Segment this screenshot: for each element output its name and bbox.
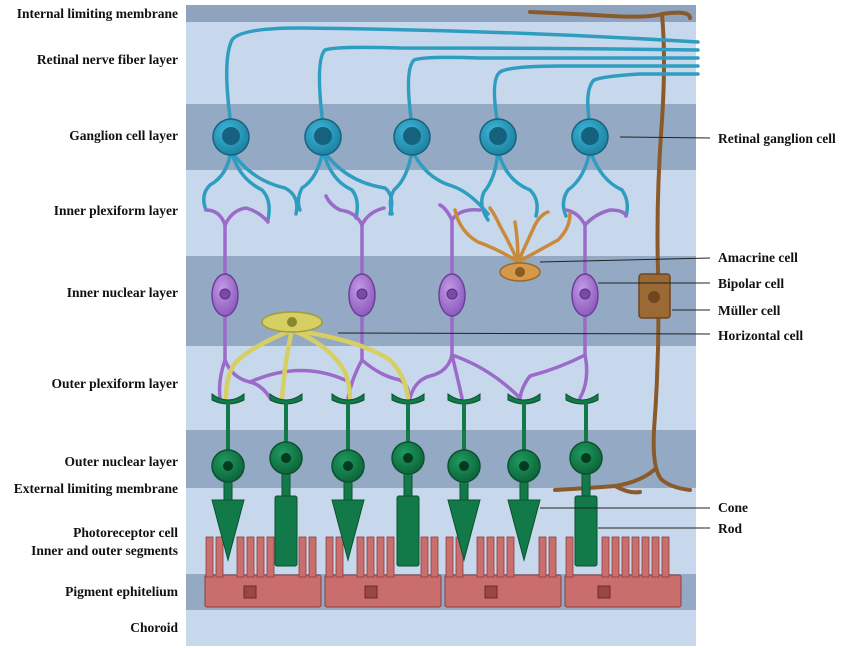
- label-muller-cell: Müller cell: [718, 303, 781, 318]
- label-cone: Cone: [718, 500, 748, 515]
- label-outer-plexiform-layer: Outer plexiform layer: [52, 376, 178, 391]
- photoreceptors: [211, 393, 603, 567]
- band-ganglion-cell: [186, 104, 696, 170]
- band-internal-limiting-membrane: [186, 5, 696, 22]
- pigment-epithelium: [204, 536, 682, 608]
- cone-cells: [211, 479, 541, 562]
- amacrine-cell: [453, 206, 572, 282]
- layer-labels: Internal limiting membrane Retinal nerve…: [14, 6, 179, 635]
- rpe-microvilli: [205, 536, 670, 578]
- label-choroid: Choroid: [130, 620, 178, 635]
- band-retinal-nerve-fiber: [186, 22, 696, 104]
- label-inner-plexiform-layer: Inner plexiform layer: [54, 203, 178, 218]
- label-retinal-nerve-fiber-layer: Retinal nerve fiber layer: [37, 52, 178, 67]
- label-inner-nuclear-layer: Inner nuclear layer: [67, 285, 178, 300]
- horizontal-cell: [223, 311, 411, 401]
- label-photoreceptor-cell: Photoreceptor cell: [73, 525, 178, 540]
- ganglion-cells: [212, 118, 609, 156]
- rod-cells: [274, 471, 598, 567]
- label-amacrine-cell: Amacrine cell: [718, 250, 798, 265]
- ganglion-dendrites: [202, 148, 630, 222]
- label-inner-outer-segments: Inner and outer segments: [31, 543, 178, 558]
- label-rod: Rod: [718, 521, 742, 536]
- label-outer-nuclear-layer: Outer nuclear layer: [65, 454, 178, 469]
- band-outer-plexiform: [186, 346, 696, 430]
- bipolar-cells: [204, 194, 628, 400]
- label-ganglion-cell-layer: Ganglion cell layer: [69, 128, 178, 143]
- rpe-nucleus: [243, 585, 611, 599]
- band-external-limiting: [186, 488, 696, 508]
- label-pigment-epithelium: Pigment ephitelium: [65, 584, 179, 599]
- label-retinal-ganglion-cell: Retinal ganglion cell: [718, 131, 836, 146]
- label-internal-limiting-membrane: Internal limiting membrane: [17, 6, 178, 21]
- label-external-limiting-membrane: External limiting membrane: [14, 481, 178, 496]
- muller-cell: [528, 10, 692, 495]
- photoreceptor-stalks: [226, 402, 588, 452]
- band-choroid: [186, 610, 696, 646]
- nerve-fiber-axons: [225, 26, 700, 127]
- cell-labels: Retinal ganglion cell Amacrine cell Bipo…: [718, 131, 836, 536]
- label-horizontal-cell: Horizontal cell: [718, 328, 803, 343]
- ganglion-nucleus: [222, 127, 599, 145]
- bipolar-nucleus: [219, 288, 591, 300]
- synaptic-terminals: [211, 393, 599, 405]
- leader-lines: [337, 136, 711, 529]
- label-bipolar-cell: Bipolar cell: [718, 276, 784, 291]
- band-outer-nuclear: [186, 430, 696, 488]
